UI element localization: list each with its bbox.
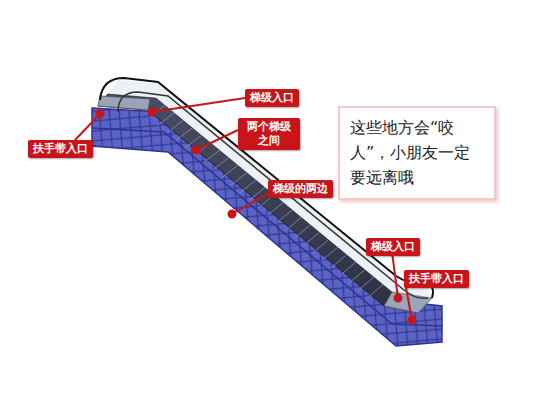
step-line <box>204 150 220 163</box>
step-line <box>358 277 374 291</box>
step-line <box>322 247 338 261</box>
step-line <box>240 180 256 193</box>
label-text: 扶手带入口 <box>409 272 464 286</box>
callout-label: 扶手带入口 <box>404 270 469 288</box>
step-line <box>331 255 347 269</box>
step-line <box>167 120 183 132</box>
callout-label: 梯级的两边 <box>268 180 333 198</box>
callout-label: 梯级入口 <box>245 89 299 107</box>
step-line <box>294 225 310 238</box>
step-line <box>185 135 201 147</box>
callout-label: 两个梯级 之间 <box>238 118 300 150</box>
note-text: 这些地方会“咬人”，小朋友一定要远离哦 <box>350 116 484 190</box>
step-line <box>340 262 356 276</box>
label-text: 梯级的两边 <box>273 182 328 196</box>
label-text: 两个梯级 之间 <box>243 120 295 148</box>
step-line <box>276 210 292 223</box>
step-line <box>303 232 319 245</box>
step-line <box>285 217 301 230</box>
step-line <box>267 202 283 215</box>
step-line <box>231 173 247 186</box>
top-landing <box>98 96 150 110</box>
label-text: 扶手带入口 <box>33 142 88 156</box>
callout-label: 扶手带入口 <box>28 140 93 158</box>
label-text: 梯级入口 <box>250 91 294 105</box>
step-line <box>158 113 174 125</box>
step-line <box>213 158 229 171</box>
warning-note: 这些地方会“咬人”，小朋友一定要远离哦 <box>338 106 496 200</box>
step-line <box>312 240 328 253</box>
step-line <box>176 128 192 140</box>
label-text: 梯级入口 <box>371 240 415 254</box>
step-line <box>349 270 365 284</box>
callout-label: 梯级入口 <box>366 238 420 256</box>
step-line <box>367 285 383 299</box>
step-line <box>222 165 238 178</box>
